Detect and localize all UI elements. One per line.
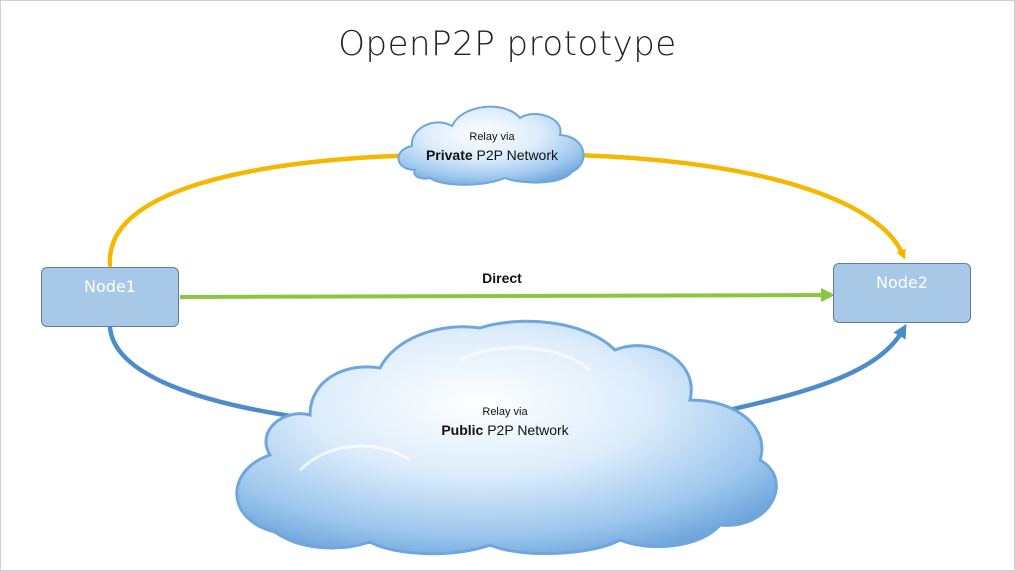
public-relay-rest: P2P Network [483,422,569,438]
node2-box[interactable]: Node2 [833,263,971,323]
private-relay-path [107,152,903,268]
public-relay-prefix: Relay via [482,406,528,418]
page-title: OpenP2P prototype [338,24,677,64]
public-relay-label: Relay via Public P2P Network [405,406,605,438]
private-relay-bold: Private [425,147,473,163]
private-cloud [397,105,585,186]
private-relay-network-line: Private P2P Network [392,147,592,163]
private-relay-prefix: Relay via [469,131,515,143]
private-relay-label: Relay via Private P2P Network [392,131,592,163]
public-relay-network-line: Public P2P Network [405,422,605,438]
public-relay-path [107,328,903,423]
node2-label: Node2 [876,273,928,292]
public-cloud [235,319,778,556]
private-relay-rest: P2P Network [472,147,559,163]
direct-label: Direct [482,270,522,286]
node1-box[interactable]: Node1 [41,267,179,327]
node1-label: Node1 [84,277,136,296]
direct-path [179,288,835,303]
public-relay-bold: Public [441,422,484,438]
